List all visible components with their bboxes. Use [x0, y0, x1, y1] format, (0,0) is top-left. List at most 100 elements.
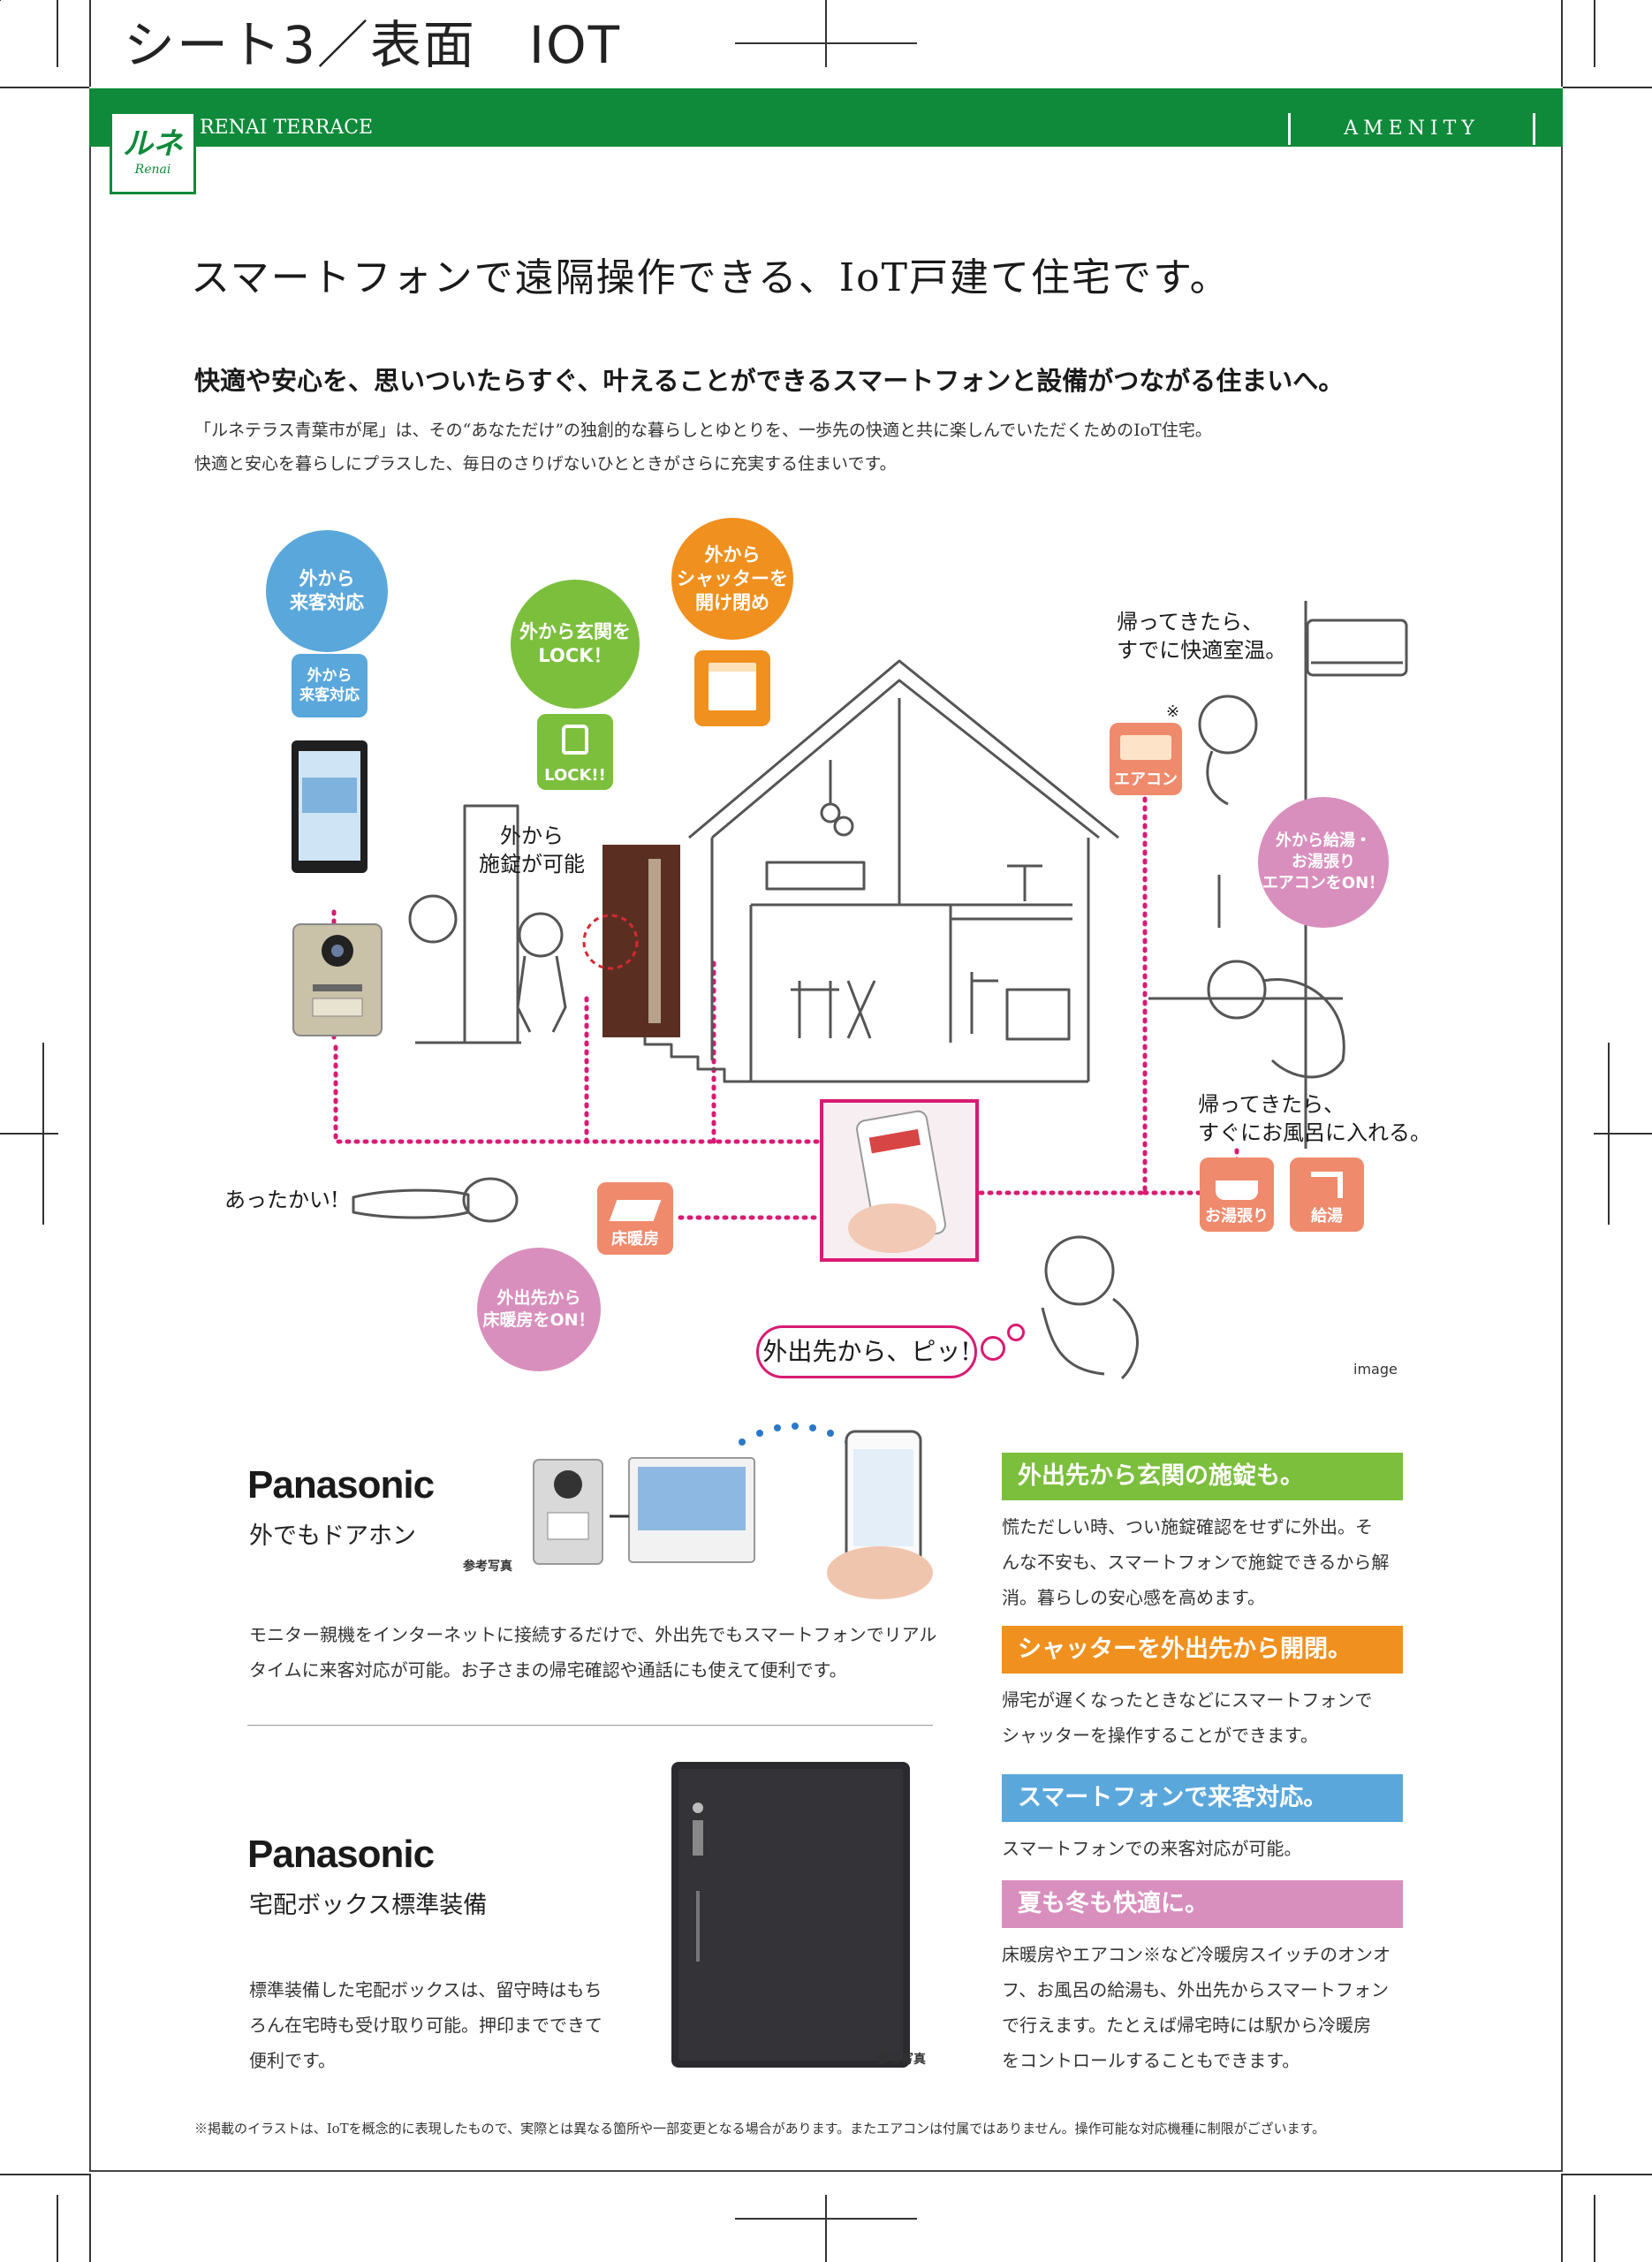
product-brand-delivery: Panasonic — [247, 1833, 435, 1876]
feature-visitor-body: スマートフォンでの来客対応が可能。 — [1002, 1831, 1408, 1866]
brand-name: RENAI TERRACE — [200, 117, 374, 139]
intro-text: 「ルネテラス青葉市が尾」は、その“あなただけ”の独創的な暮らしとゆとりを、一歩先… — [194, 414, 1449, 481]
main-title: スマートフォンで遠隔操作できる、IoT戸建て住宅です。 — [191, 255, 1231, 300]
bubble-lock: 外から玄関を LOCK！ — [511, 580, 640, 709]
pill-dot — [1007, 1324, 1025, 1341]
feature-line: 消。暮らしの安心感を高めます。 — [1002, 1587, 1265, 1608]
header-underline — [89, 143, 1563, 147]
product-name-delivery: 宅配ボックス標準装備 — [249, 1892, 488, 1919]
feature-visitor-title: スマートフォンで来客対応。 — [1002, 1774, 1403, 1822]
crop-mark — [1561, 0, 1563, 87]
section-label: AMENITY — [1288, 113, 1535, 145]
tile-aircon: エアコン — [1110, 723, 1182, 795]
feature-line: シャッターを操作することができます。 — [1002, 1725, 1318, 1746]
crop-marks — [0, 0, 1, 1]
tile-floor-heating-label: 床暖房 — [611, 1230, 659, 1249]
bathtub-icon — [1216, 1180, 1258, 1200]
product-desc-delivery: 標準装備した宅配ボックスは、留守時はもち ろん在宅時も受け取り可能。押印まででき… — [249, 1972, 602, 2078]
bubble-bath-aircon: 外から給湯・ お湯張り エアコンをON！ — [1258, 797, 1389, 928]
desc-line: ろん在宅時も受け取り可能。押印までできて — [249, 2015, 602, 2036]
product-name-doorphone: 外でもドアホン — [249, 1522, 416, 1550]
note-asterisk: ※ — [1166, 702, 1180, 721]
faucet-icon — [1311, 1172, 1343, 1198]
crop-mark — [57, 2195, 58, 2262]
ref-photo-label: 参考写真 — [463, 1560, 512, 1574]
feature-line: フ、お風呂の給湯も、外出先からスマートフォン — [1002, 1979, 1389, 2000]
tile-aircon-label: エアコン — [1114, 770, 1178, 789]
crop-mark — [57, 0, 58, 67]
feature-line: スマートフォンでの来客対応が可能。 — [1002, 1838, 1302, 1859]
network-lines — [331, 784, 1239, 1220]
crop-mark — [1561, 2174, 1563, 2262]
tile-visitor: 外から 来客対応 — [292, 654, 368, 717]
feature-line: 慌ただしい時、つい施錠確認をせずに外出。そ — [1002, 1516, 1373, 1537]
aircon-icon — [1120, 735, 1171, 760]
sheet-title: シート3／表面 IOT — [124, 15, 622, 75]
brand-logo: ルネ Renai — [110, 111, 196, 194]
feature-lock-body: 慌ただしい時、つい施錠確認をせずに外出。そ んな不安も、スマートフォンで施錠でき… — [1002, 1509, 1408, 1615]
feature-shutter-body: 帰宅が遅くなったときなどにスマートフォンで シャッターを操作することができます。 — [1002, 1682, 1408, 1753]
header-bar — [89, 88, 1563, 145]
tile-hot-water: 給湯 — [1290, 1158, 1364, 1232]
sub-title: 快適や安心を、思いついたらすぐ、叶えることができるスマートフォンと設備がつながる… — [194, 366, 1345, 396]
feature-line: で行えます。たとえば帰宅時には駅から冷暖房 — [1002, 2015, 1371, 2036]
bubble-visitor: 外から 来客対応 — [266, 530, 388, 652]
crop-mark — [1594, 0, 1595, 67]
crop-mark — [89, 0, 91, 87]
intro-line: 快適と安心を暮らしにプラスした、毎日のさりげないひとときがさらに充実する住まいで… — [194, 454, 897, 474]
logo-sub: Renai — [134, 163, 171, 177]
tile-lock-label: LOCK!! — [544, 766, 606, 785]
note-door-lock: 外から 施錠が可能 — [479, 824, 585, 877]
product-brand-doorphone: Panasonic — [247, 1463, 435, 1507]
floor-heat-icon — [609, 1200, 662, 1221]
crop-mark — [1594, 1133, 1652, 1135]
crop-mark — [1563, 87, 1652, 88]
image-label: image — [1353, 1361, 1398, 1378]
crop-mark — [825, 2195, 827, 2262]
feature-comfort-body: 床暖房やエアコン※など冷暖房スイッチのオンオ フ、お風呂の給湯も、外出先からスマ… — [1002, 1937, 1408, 2078]
crop-mark — [0, 2174, 89, 2175]
desc-line: 便利です。 — [249, 2050, 336, 2071]
feature-lock-title: 外出先から玄関の施錠も。 — [1002, 1453, 1403, 1500]
front-door — [602, 845, 680, 1037]
product-desc-doorphone: モニター親機をインターネットに接続するだけで、外出先でもスマートフォンでリアル … — [249, 1617, 936, 1688]
intro-line: 「ルネテラス青葉市が尾」は、その“あなただけ”の独創的な暮らしとゆとりを、一歩先… — [194, 421, 1212, 440]
bubble-shutter: 外から シャッターを 開け閉め — [671, 518, 793, 640]
ref-photo-label: 参考写真 — [876, 2053, 926, 2067]
desc-line: タイムに来客対応が可能。お子さまの帰宅確認や通話にも使えて便利です。 — [249, 1659, 847, 1681]
product-divider — [247, 1725, 933, 1726]
feature-line: をコントロールすることもできます。 — [1002, 2050, 1300, 2071]
crop-mark — [0, 1133, 58, 1135]
door-lock-highlight — [582, 914, 639, 970]
logo-text: ルネ — [123, 126, 183, 162]
crop-mark — [1594, 2195, 1595, 2262]
desc-line: モニター親機をインターネットに接続するだけで、外出先でもスマートフォンでリアル — [249, 1624, 937, 1645]
tile-lock: LOCK!! — [537, 714, 613, 790]
crop-mark — [1608, 1043, 1610, 1225]
tile-shutter — [694, 650, 770, 726]
tile-floor-heating: 床暖房 — [597, 1182, 673, 1255]
crop-mark — [825, 0, 827, 67]
crop-mark — [1563, 2174, 1652, 2175]
pill-dot — [981, 1336, 1005, 1361]
lock-icon — [562, 725, 588, 755]
pill-remote: 外出先から、ピッ! — [756, 1325, 977, 1378]
tile-hot-water-label: 給湯 — [1311, 1207, 1343, 1226]
note-bath: 帰ってきたら、 すぐにお風呂に入れる。 — [1198, 1092, 1431, 1145]
footnote: ※掲載のイラストは、IoTを概念的に表現したもので、実際とは異なる箇所や一部変更… — [194, 2121, 1326, 2137]
tile-bath-fill: お湯張り — [1200, 1158, 1274, 1232]
feature-comfort-title: 夏も冬も快適に。 — [1002, 1880, 1403, 1928]
wireless-dots — [739, 1423, 852, 1446]
shutter-icon — [709, 663, 756, 710]
crop-mark — [0, 87, 89, 88]
crop-mark — [89, 2174, 91, 2262]
desc-line: 標準装備した宅配ボックスは、留守時はもち — [249, 1979, 602, 2000]
feature-shutter-title: シャッターを外出先から開閉。 — [1002, 1626, 1403, 1674]
feature-line: 床暖房やエアコン※など冷暖房スイッチのオンオ — [1002, 1944, 1391, 1965]
tile-bath-fill-label: お湯張り — [1205, 1207, 1269, 1226]
feature-line: んな不安も、スマートフォンで施錠できるから解 — [1002, 1552, 1390, 1573]
feature-line: 帰宅が遅くなったときなどにスマートフォンで — [1002, 1689, 1373, 1711]
bubble-floor-heating: 外出先から 床暖房をON！ — [477, 1248, 601, 1371]
crop-mark — [42, 1043, 44, 1225]
